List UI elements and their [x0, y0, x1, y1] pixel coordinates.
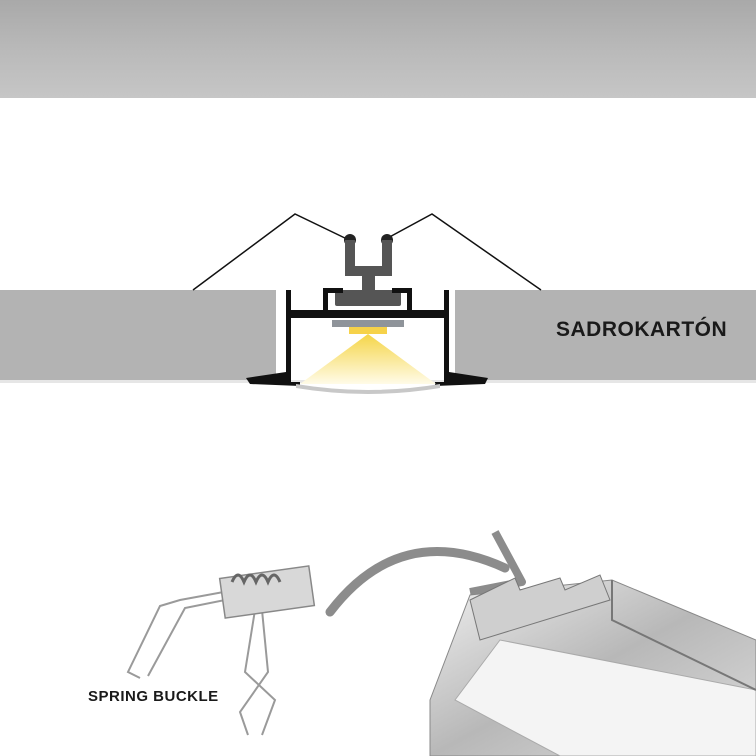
- spring-wire-right: [383, 213, 542, 291]
- light-beam: [300, 334, 436, 384]
- led-chip: [349, 327, 387, 334]
- aluminium-profile: [246, 288, 488, 386]
- spring-wire-left: [192, 213, 350, 291]
- spring-clip: [335, 234, 401, 306]
- arrow-head-icon: [469, 530, 526, 596]
- ceiling-surface: [0, 0, 756, 98]
- spring-buckle-image: [126, 565, 316, 736]
- insertion-arrow: [325, 547, 510, 617]
- diffuser: [296, 384, 440, 394]
- led-profile-image: [429, 574, 756, 756]
- led-strip: [332, 320, 404, 327]
- drywall-right: [455, 290, 756, 380]
- drywall-label: SADROKARTÓN: [556, 318, 728, 341]
- drywall-left: [0, 290, 276, 380]
- spring-buckle-label: SPRING BUCKLE: [88, 688, 219, 705]
